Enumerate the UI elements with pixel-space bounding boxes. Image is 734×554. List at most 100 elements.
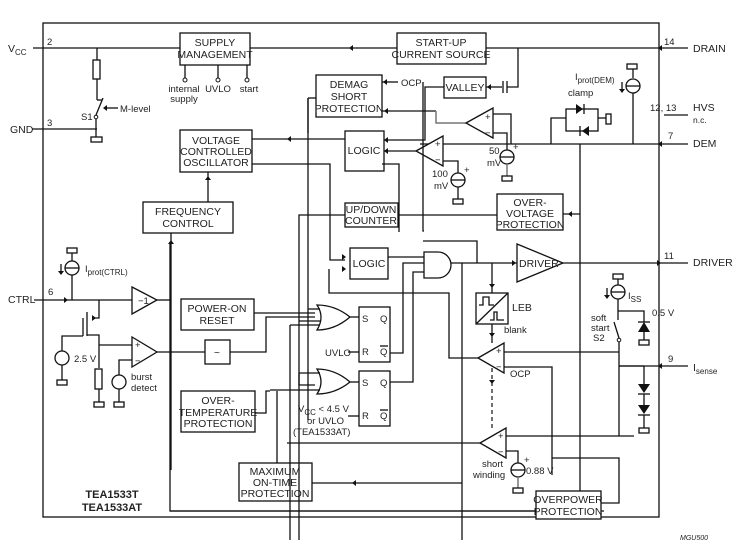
logic2-block: LOGIC [342,247,424,280]
svg-text:M-level: M-level [120,104,151,115]
svg-text:−: − [485,128,491,139]
chip-outline [42,22,660,518]
svg-text:short: short [482,459,503,470]
svg-text:mV: mV [487,158,502,169]
svg-text:TEA1533AT: TEA1533AT [82,502,143,514]
svg-text:Isense: Isense [693,362,718,376]
svg-text:VCC: VCC [8,43,27,57]
svg-text:mV: mV [434,181,449,192]
svg-text:−: − [435,155,441,166]
clamp-diodes: clamp [550,88,612,220]
svg-text:detect: detect [131,383,157,394]
and-gate [328,82,522,540]
svg-text:UP/DOWN: UP/DOWN [346,204,397,216]
overpower-protection-block: OVERPOWER PROTECTION [170,490,603,520]
ctrl-input: Iprot(CTRL) −1 2.5 V + − burst detect [54,247,205,408]
soft-start: ISS 0.5 V soft start S2 [591,273,675,436]
svg-text:7: 7 [668,131,673,142]
svg-text:ISS: ISS [628,291,641,304]
svg-text:2.5 V: 2.5 V [74,354,97,365]
svg-text:PROTECTION: PROTECTION [496,219,565,231]
or-gate-2 [270,368,359,395]
demag-comparator: + − 50 mV + [464,106,519,182]
svg-text:PROTECTION: PROTECTION [315,103,384,115]
svg-text:LOGIC: LOGIC [353,258,386,270]
pin-isense: Isense 9 [619,354,718,376]
driver-block: DRIVER [516,243,565,283]
svg-text:COUNTER: COUNTER [345,215,397,227]
svg-text:LEB: LEB [512,302,532,314]
svg-text:MANAGEMENT: MANAGEMENT [177,49,253,61]
svg-text:0.5 V: 0.5 V [652,308,675,319]
filter-block: ~ [204,316,315,365]
svg-text:100: 100 [432,169,448,180]
svg-text:CTRL: CTRL [8,294,36,306]
svg-text:−: − [135,356,141,367]
logic1-block: LOGIC [344,130,385,172]
demag-short-protection-block: DEMAG SHORT PROTECTION OCP [307,74,466,420]
short-winding-comparator: + − + 0.88 V short winding [287,426,634,494]
svg-text:OCP: OCP [510,369,531,380]
svg-text:VCC < 4.5 V: VCC < 4.5 V [298,404,350,417]
svg-text:soft: soft [591,313,607,324]
svg-text:winding: winding [472,470,505,481]
svg-text:ON-TIME: ON-TIME [253,477,297,489]
svg-text:9: 9 [668,354,673,365]
maximum-ontime-protection-block: MAXIMUM ON-TIME PROTECTION [238,391,462,502]
svg-text:OVER-: OVER- [201,395,235,407]
svg-text:~: ~ [214,347,220,359]
svg-text:DEM: DEM [693,138,716,150]
svg-text:50: 50 [489,146,500,157]
overtemperature-protection-block: OVER- TEMPERATURE PROTECTION [179,390,270,433]
svg-text:CONTROL: CONTROL [162,218,213,230]
frequency-control-block: FREQUENCY CONTROL [142,201,234,470]
pin-driver: DRIVER 11 [563,251,733,269]
svg-text:R: R [362,347,369,358]
pin-vcc: VCC 2 [8,37,180,57]
s1-switch: S1 M-level [81,48,151,143]
pin-gnd: GND 3 [10,118,97,136]
svg-text:+: + [464,165,470,176]
svg-text:POWER-ON: POWER-ON [188,303,247,315]
svg-text:n.c.: n.c. [693,115,707,125]
svg-text:LOGIC: LOGIC [348,145,381,157]
up-down-counter-block: UP/DOWN COUNTER [298,202,497,386]
svg-text:(TEA1533AT): (TEA1533AT) [293,427,350,438]
svg-text:14: 14 [664,37,675,48]
flip-flop-2: S Q R Q VCC < 4.5 V or UVLO (TEA1533AT) [293,370,391,438]
svg-text:Q: Q [380,378,387,389]
svg-text:MAXIMUM: MAXIMUM [250,466,301,478]
svg-text:OCP: OCP [401,78,422,89]
svg-text:start: start [240,84,259,95]
svg-text:internal: internal [168,84,199,95]
svg-text:3: 3 [47,118,52,129]
svg-text:+: + [513,142,519,153]
comparator-100mv: + − 100 mV + [382,134,470,205]
supply-management-block: SUPPLY MANAGEMENT internal supply UVLO s… [168,32,397,105]
svg-text:OSCILLATOR: OSCILLATOR [183,157,249,169]
ocp-comparator: + − OCP [476,341,619,475]
svg-text:+: + [524,455,530,466]
svg-text:PROTECTION: PROTECTION [241,488,310,500]
svg-text:+: + [498,431,504,442]
leb-block: LEB blank [475,263,532,343]
svg-text:Q: Q [380,347,387,358]
svg-text:PROTECTION: PROTECTION [184,418,253,430]
svg-text:Q: Q [380,411,387,422]
pin-drain: DRAIN 14 [486,37,726,55]
svg-text:−: − [496,362,502,373]
svg-text:DRAIN: DRAIN [693,43,726,55]
svg-text:OVER-: OVER- [513,197,547,209]
svg-text:VALLEY: VALLEY [446,82,485,94]
chip-name: TEA1533T TEA1533AT [82,489,143,514]
svg-text:TEA1533T: TEA1533T [85,489,138,501]
svg-text:DRIVER: DRIVER [519,258,559,270]
svg-text:VOLTAGE: VOLTAGE [506,208,554,220]
svg-text:UVLO: UVLO [205,84,231,95]
svg-text:Iprot(CTRL): Iprot(CTRL) [85,264,128,277]
svg-text:+: + [485,112,491,123]
vco-block: VOLTAGE CONTROLLED OSCILLATOR [179,129,345,261]
svg-text:DRIVER: DRIVER [693,257,733,269]
svg-text:12, 13: 12, 13 [650,103,676,114]
